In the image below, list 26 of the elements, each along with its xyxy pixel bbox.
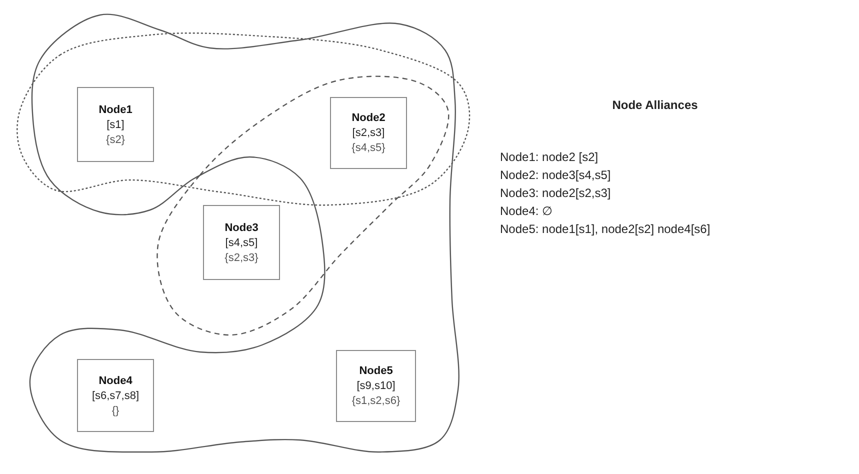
node-name: Node3	[224, 220, 258, 234]
alliance-text: Node1: node2 [s2]	[500, 150, 598, 164]
alliance-text: Node3: node2[s2,s3]	[500, 186, 611, 200]
node-box	[336, 350, 416, 422]
set-text: {s2}	[106, 132, 125, 146]
node-box	[77, 87, 154, 162]
alliance-text: Node5: node1[s1], node2[s2] node4[s6]	[500, 222, 710, 236]
set-text: [s6,s7,s8]	[92, 388, 140, 402]
set-text: [s2,s3]	[352, 126, 385, 140]
title: Node Alliances	[611, 98, 699, 112]
set-text: [s4,s5]	[225, 236, 258, 250]
set-text: {}	[112, 404, 120, 418]
set-text: {s1,s2,s6}	[352, 394, 400, 408]
node-box	[330, 97, 407, 169]
set-text: {s4,s5}	[352, 141, 386, 155]
set-text: [s9,s10]	[356, 379, 396, 393]
node-box	[77, 359, 154, 432]
node-box	[203, 205, 280, 280]
node-name: Node4	[98, 374, 132, 388]
node-name: Node1	[98, 102, 132, 116]
node-name: Node5	[359, 364, 393, 378]
alliance-text: Node2: node3[s4,s5]	[500, 168, 611, 182]
alliance-text: Node4: ∅	[500, 204, 552, 218]
node-name: Node2	[352, 111, 386, 125]
set-text: {s2,s3}	[224, 250, 258, 264]
set-text: [s1]	[106, 118, 124, 132]
